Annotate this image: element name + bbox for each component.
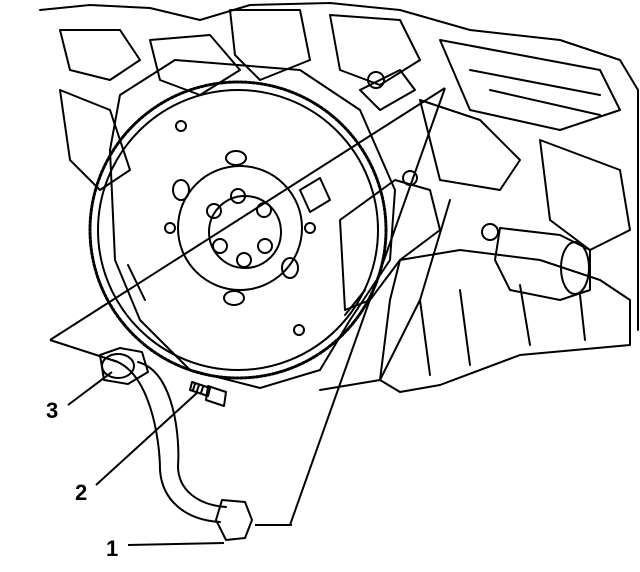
oil-filter <box>481 223 591 301</box>
callout-2: 2 <box>75 480 88 505</box>
lower-support-line <box>319 199 451 391</box>
leader-line-3 <box>67 371 113 406</box>
bolt <box>189 381 227 407</box>
bellhousing <box>109 59 396 389</box>
leader-line-2 <box>95 391 199 486</box>
explode-line-right <box>289 87 446 526</box>
leader-lines <box>49 87 446 546</box>
hose-assembly <box>99 347 253 541</box>
explode-line-mid <box>49 339 119 363</box>
flywheel <box>88 80 388 380</box>
explode-line-top <box>49 87 446 341</box>
callout-1: 1 <box>106 536 119 561</box>
leader-line-1 <box>127 542 225 546</box>
callout-3: 3 <box>46 398 59 423</box>
engine-block <box>39 2 639 331</box>
oil-pan <box>379 249 631 393</box>
